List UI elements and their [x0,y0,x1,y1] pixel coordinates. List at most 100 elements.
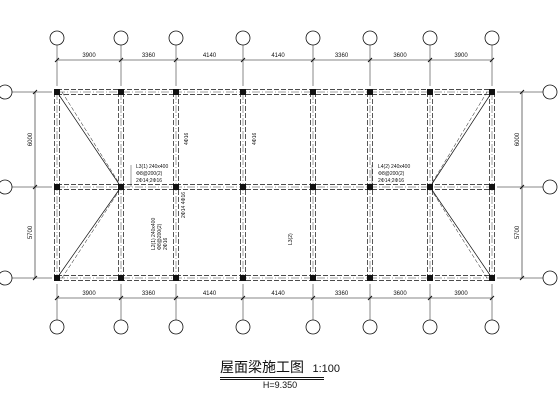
column [489,89,495,95]
drawing-scale: 1:100 [312,363,340,375]
side-grid-bubbles [0,84,558,286]
column [310,89,316,95]
drawing-title-block: 屋面梁施工图 1:100 [0,357,560,377]
column [489,184,495,190]
lower-beam-annotation-1: L2(1) 240x400 [151,218,157,250]
top-grid-bubble [235,30,251,46]
bottom-grid-bubble [168,319,184,335]
top-grid-bubble [49,30,65,46]
top-grid-bubble [362,30,378,46]
column [54,89,60,95]
column [54,275,60,281]
top-grid-bubbles [49,30,500,46]
vertical-rebar-label-2: 4Φ16 [252,132,258,145]
bottom-grid-bubble [362,319,378,335]
dimension-text: 4140 [271,53,285,59]
column [118,89,124,95]
hip-beam-inner [431,91,488,184]
hip-beam [56,91,122,188]
column [489,275,495,281]
hip-beam-inner [431,190,488,279]
right-beam-annotation-2: Φ8@200(2) [378,171,405,177]
title-underline-thin [220,379,324,380]
dimension-text: 6000 [515,132,521,146]
bottom-grid-bubbles [49,319,500,335]
column [427,89,433,95]
vertical-rebar-label-1: 4Φ16 [184,132,190,145]
axis-lines [12,45,543,320]
left-grid-bubble [0,84,13,100]
bottom-grid-bubble [235,319,251,335]
top-grid-bubble [168,30,184,46]
column [118,275,124,281]
drawing-elevation: H=9.350 [262,380,298,390]
bottom-grid-bubble [113,319,129,335]
beam-annotations: L3(1) 240x400 Φ8@200(2) 2Φ14;2Φ16 L4(2) … [136,132,410,250]
column [173,89,179,95]
dimension-text: 6000 [28,132,34,146]
dimension-text: 3900 [454,53,468,59]
hip-beam [429,91,493,188]
dimension-text: 5700 [28,225,34,239]
title-underline [220,377,324,378]
dimension-text: 3900 [454,291,468,297]
top-grid-bubble [305,30,321,46]
lower-beam-annotation-2: Φ8@200(2) [157,223,163,250]
right-beam-annotation-3: 2Φ14;2Φ16 [378,178,404,184]
bottom-grid-bubble [422,319,438,335]
column [240,275,246,281]
bottom-grid-bubble [49,319,65,335]
bottom-grid-bubble [484,319,500,335]
right-grid-bubble [542,270,558,286]
dimension-lines [32,57,525,301]
dimension-text: 3360 [335,53,349,59]
column [173,275,179,281]
dimension-text: 5700 [515,225,521,239]
dimension-text: 3900 [82,291,96,297]
dimension-text: 3600 [393,291,407,297]
hip-beam-inner [61,190,120,279]
column [240,89,246,95]
dimension-text: 3360 [142,291,156,297]
top-grid-bubble [422,30,438,46]
column [310,275,316,281]
small-beam-label: L3(2) [288,233,294,245]
top-grid-bubble [113,30,129,46]
column [427,275,433,281]
dimension-text: 3600 [393,53,407,59]
lower-beam-annotation-3: 2Φ16 [163,237,169,250]
dimension-text: 3360 [142,53,156,59]
hip-beam-inner [61,91,120,184]
column [427,184,433,190]
column [310,184,316,190]
left-beam-annotation-2: Φ8@200(2) [136,171,163,177]
column [367,184,373,190]
hip-beam [56,186,122,279]
right-grid-bubble [542,84,558,100]
right-beam-annotation-1: L4(2) 240x400 [378,164,410,170]
left-beam-annotation-3: 2Φ14;2Φ16 [136,178,162,184]
dimension-text: 4140 [203,53,217,59]
dimension-text: 4140 [203,291,217,297]
drawing-title: 屋面梁施工图 [220,360,304,376]
right-grid-bubble [542,179,558,195]
dimension-text: 3360 [335,291,349,297]
top-grid-bubble [484,30,500,46]
left-beam-annotation-1: L3(1) 240x400 [136,164,168,170]
dimension-text: 3900 [82,53,96,59]
hip-beam [429,186,493,279]
vertical-rebar-label-3: 2Φ14 4Φ16 [181,192,187,218]
column [367,89,373,95]
column [118,184,124,190]
column [367,275,373,281]
column [240,184,246,190]
dimension-texts: 3900 3360 4140 4140 3360 3600 3900 3900 3360 4140… [28,53,521,297]
columns [54,89,495,281]
dimension-text: 4140 [271,291,285,297]
left-grid-bubble [0,270,13,286]
column [54,184,60,190]
left-grid-bubble [0,179,13,195]
column [173,184,179,190]
bottom-grid-bubble [305,319,321,335]
